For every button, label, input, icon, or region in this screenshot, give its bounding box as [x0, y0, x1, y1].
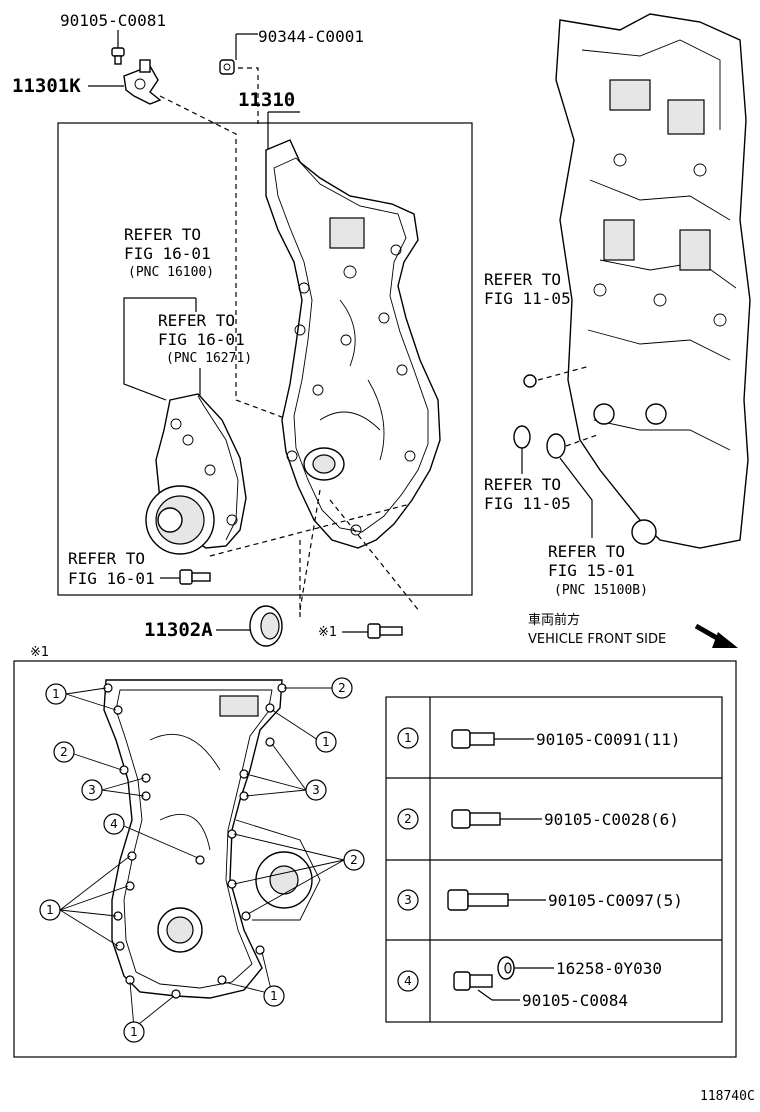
svg-text:REFER TO: REFER TO [484, 475, 561, 494]
o-ring-lower-icon [513, 425, 531, 449]
callout-4[interactable]: 4 [103, 813, 125, 835]
svg-text:REFER TO: REFER TO [484, 270, 561, 289]
svg-text:16258-0Y030: 16258-0Y030 [556, 959, 662, 978]
callout-1-bottom-right[interactable]: 1 [263, 985, 285, 1007]
svg-text:(PNC 15100B): (PNC 15100B) [554, 583, 648, 598]
svg-text:FIG 11-05: FIG 11-05 [484, 494, 571, 513]
callout-1-bottom[interactable]: 1 [123, 1021, 145, 1043]
flange-bolt-icon [451, 809, 501, 829]
engine-block [555, 13, 751, 549]
asterisk-mark: ※1 [318, 625, 337, 640]
bolt-icon [111, 47, 125, 65]
svg-text:90105-C0097(5): 90105-C0097(5) [548, 891, 683, 910]
svg-text:FIG 11-05: FIG 11-05 [484, 289, 571, 308]
label-oil-seal-11302A[interactable]: 11302A [144, 619, 213, 641]
svg-text:90105-C0084: 90105-C0084 [522, 991, 628, 1010]
cover-assembly-frame [57, 122, 473, 596]
svg-text:1: 1 [52, 687, 60, 701]
o-ring-upper-icon [523, 374, 537, 388]
bolt-positions [103, 683, 287, 999]
svg-text:1: 1 [130, 1025, 138, 1039]
vehicle-front-jp: 車両前方 [528, 612, 580, 628]
ref-pnc-16100[interactable]: REFER TO FIG 16-01 (PNC 16100) [124, 225, 214, 280]
svg-text:90105-C0091(11): 90105-C0091(11) [536, 730, 681, 749]
ref-pnc-15100B[interactable]: REFER TO FIG 15-01 (PNC 15100B) [548, 542, 648, 598]
timing-chain-cover [265, 139, 441, 549]
label-nut-90344-C0001[interactable]: 90344-C0001 [258, 27, 364, 46]
callout-2-right[interactable]: 2 [343, 849, 365, 871]
ref-fig-11-05-lower[interactable]: REFER TO FIG 11-05 [484, 475, 571, 513]
svg-text:FIG 16-01: FIG 16-01 [158, 330, 245, 349]
flange-bolt-icon [447, 889, 509, 911]
svg-text:4: 4 [404, 974, 412, 988]
svg-text:3: 3 [312, 783, 320, 797]
svg-text:REFER TO: REFER TO [124, 225, 201, 244]
callout-1-left-lower[interactable]: 1 [39, 899, 61, 921]
ref-pnc-16271[interactable]: REFER TO FIG 16-01 (PNC 16271) [158, 311, 252, 366]
svg-text:FIG 16-01: FIG 16-01 [68, 569, 155, 588]
bolt-layout-cover [103, 679, 321, 999]
callout-3-right[interactable]: 3 [305, 779, 327, 801]
label-bolt-90105-C0081[interactable]: 90105-C0081 [60, 11, 166, 30]
svg-text:1: 1 [404, 731, 412, 745]
legend-row-1[interactable]: 1 90105-C0091(11) [397, 727, 681, 749]
section-mark: ※1 [30, 645, 49, 660]
callout-2-top-right[interactable]: 2 [331, 677, 353, 699]
stud-nut-icon [219, 59, 235, 75]
bolt-legend-table [385, 696, 723, 1023]
vehicle-front-en: VEHICLE FRONT SIDE [528, 632, 666, 647]
ref-fig-11-05-upper[interactable]: REFER TO FIG 11-05 [484, 270, 571, 308]
svg-text:(PNC 16100): (PNC 16100) [128, 265, 214, 280]
callout-2-left[interactable]: 2 [53, 741, 75, 763]
crank-sensor-icon [123, 59, 162, 105]
label-timing-cover-11310[interactable]: 11310 [238, 89, 295, 111]
svg-text:REFER TO: REFER TO [548, 542, 625, 561]
cover-bolt-icon [367, 623, 403, 639]
legend-row-4[interactable]: 4 16258-0Y030 90105-C0084 [397, 956, 662, 1010]
legend-row-2[interactable]: 2 90105-C0028(6) [397, 808, 679, 830]
flange-bolt-icon [451, 729, 495, 749]
svg-text:(PNC 16271): (PNC 16271) [166, 351, 252, 366]
ref-fig-16-01-bolt[interactable]: REFER TO FIG 16-01 [68, 549, 155, 588]
svg-text:90105-C0028(6): 90105-C0028(6) [544, 810, 679, 829]
callout-3-left[interactable]: 3 [81, 779, 103, 801]
svg-text:2: 2 [404, 812, 412, 826]
svg-text:4: 4 [110, 817, 118, 831]
svg-text:1: 1 [322, 735, 330, 749]
label-sensor-11301K[interactable]: 11301K [12, 75, 81, 97]
bolt-with-washer-icon [453, 956, 515, 991]
svg-text:FIG 15-01: FIG 15-01 [548, 561, 635, 580]
svg-text:2: 2 [60, 745, 68, 759]
water-pump [145, 393, 247, 555]
svg-text:2: 2 [338, 681, 346, 695]
diagram-id: 118740C [700, 1089, 755, 1104]
svg-text:REFER TO: REFER TO [68, 549, 145, 568]
svg-text:1: 1 [46, 903, 54, 917]
svg-text:1: 1 [270, 989, 278, 1003]
callout-1-right[interactable]: 1 [315, 731, 337, 753]
svg-text:3: 3 [88, 783, 96, 797]
svg-text:REFER TO: REFER TO [158, 311, 235, 330]
callout-1-top-left[interactable]: 1 [45, 683, 67, 705]
callout-leaders [59, 687, 345, 1029]
bolt-layout-frame [13, 660, 737, 1058]
legend-row-3[interactable]: 3 90105-C0097(5) [397, 889, 683, 911]
svg-text:2: 2 [350, 853, 358, 867]
svg-text:3: 3 [404, 893, 412, 907]
oil-seal-icon [249, 605, 283, 647]
o-ring-pump-icon [546, 433, 566, 459]
vehicle-front-arrow-icon [694, 623, 738, 648]
svg-text:FIG 16-01: FIG 16-01 [124, 244, 211, 263]
pump-bolt-icon [179, 569, 211, 585]
